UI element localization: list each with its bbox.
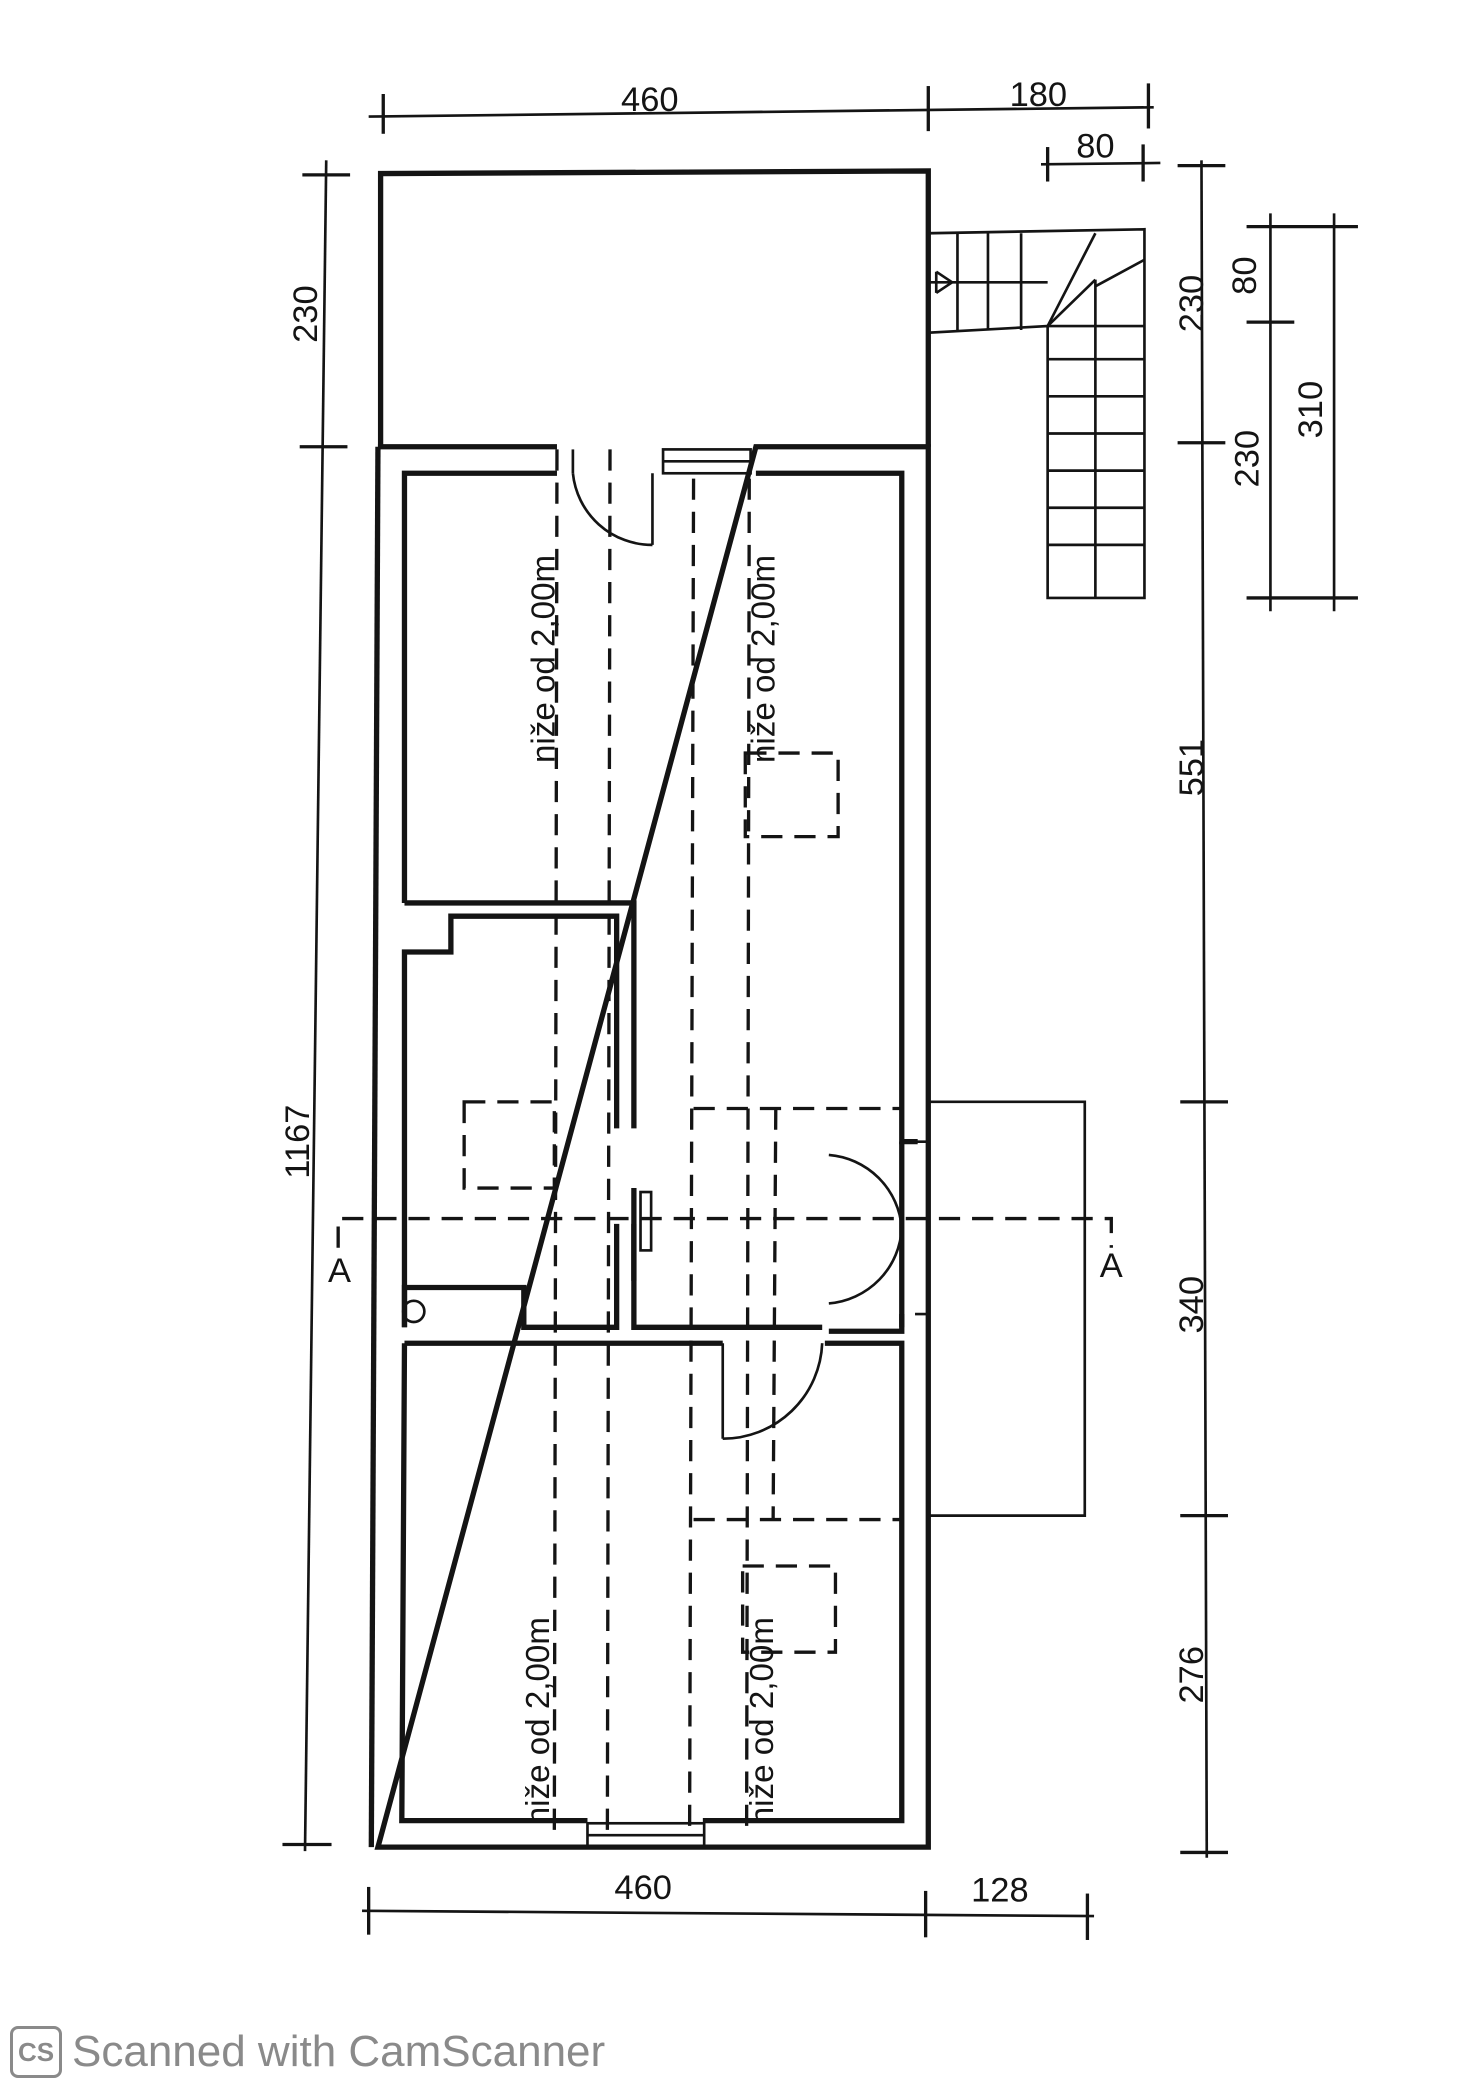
section-label-right: A xyxy=(1100,1247,1123,1285)
door-top-entry xyxy=(571,449,654,547)
dim-right-551: 551 xyxy=(1173,739,1211,797)
section-label-left: A xyxy=(328,1252,351,1290)
height-note-top-left: niže od 2,00m xyxy=(525,555,562,763)
window-top xyxy=(661,448,752,475)
dimension-labels: 460 180 80 230 1167 230 230 551 340 276 … xyxy=(279,76,1330,1910)
stair-arrow-icon xyxy=(934,270,953,295)
camscanner-logo-icon: CS xyxy=(10,2026,62,2078)
dim-right-340: 340 xyxy=(1173,1276,1211,1334)
dim-farright-310: 310 xyxy=(1292,381,1330,439)
dimension-lines xyxy=(282,83,1358,1940)
dim-left-230: 230 xyxy=(287,285,325,343)
window-bottom xyxy=(586,1821,706,1849)
outer-wall-left xyxy=(368,446,381,1848)
outer-wall xyxy=(374,444,931,1850)
inner-walls xyxy=(399,470,929,1824)
door-bottom-room xyxy=(721,1343,824,1441)
section-line: A A xyxy=(328,1216,1123,1290)
pipe-circle xyxy=(401,1299,426,1324)
dim-top-180: 180 xyxy=(1010,76,1068,114)
balcony-outline xyxy=(928,1100,1087,1517)
height-notes: niže od 2,00m niže od 2,00m niže od 2,00… xyxy=(520,555,782,1825)
door-corridor-double xyxy=(828,1141,904,1315)
dim-right-230b: 230 xyxy=(1228,430,1266,488)
dim-left-1167: 1167 xyxy=(279,1105,317,1179)
dim-top-80: 80 xyxy=(1076,128,1114,166)
watermark-text: Scanned with CamScanner xyxy=(72,2027,606,2076)
dim-bottom-460: 460 xyxy=(614,1869,672,1907)
dim-bottom-128: 128 xyxy=(971,1872,1029,1910)
height-note-bottom-right: niže od 2,00m xyxy=(744,1617,781,1825)
door-middle-room xyxy=(631,1188,653,1281)
dim-right-230a: 230 xyxy=(1173,275,1211,333)
staircase xyxy=(926,227,1146,600)
height-note-top-right: niže od 2,00m xyxy=(745,555,782,763)
dim-farright-80: 80 xyxy=(1226,257,1264,295)
terrace-outline xyxy=(377,168,931,447)
dim-top-460: 460 xyxy=(621,81,679,119)
dim-right-276: 276 xyxy=(1173,1646,1211,1704)
camscanner-watermark: CS Scanned with CamScanner xyxy=(10,2026,605,2078)
height-note-bottom-left: niže od 2,00m xyxy=(520,1617,557,1825)
dashed-lines xyxy=(462,449,902,1838)
